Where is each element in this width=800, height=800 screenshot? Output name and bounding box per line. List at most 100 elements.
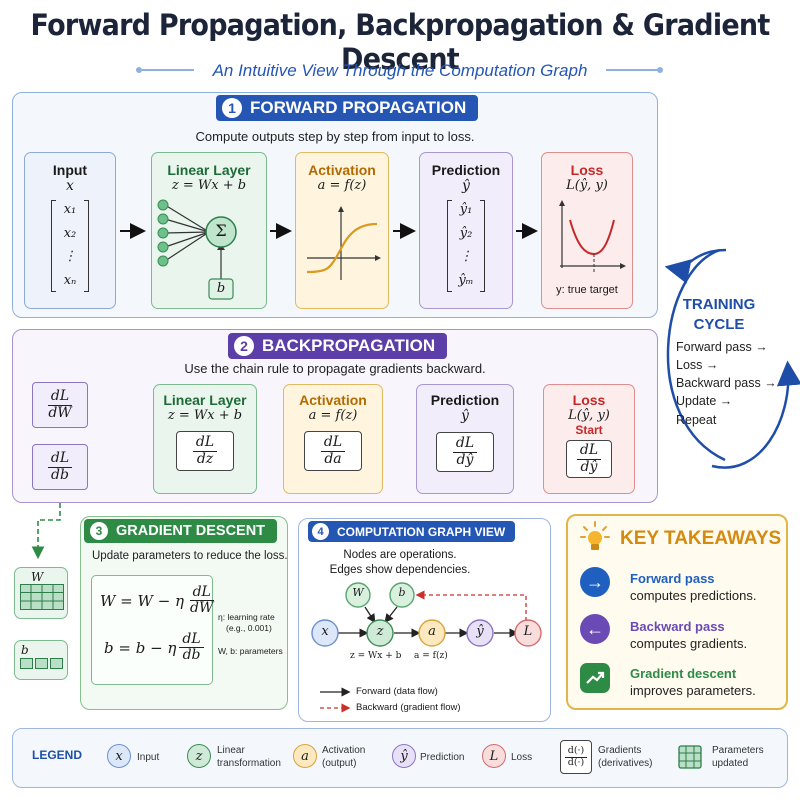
gd-formula-box [91, 575, 213, 685]
cg-forward-legend: Forward (data flow) [356, 686, 438, 697]
prediction-title: Prediction [431, 162, 501, 178]
training-step: Backward pass → [676, 376, 777, 391]
cg-title: COMPUTATION GRAPH VIEW [337, 524, 506, 539]
grad-dw-num: dL [47, 388, 73, 406]
back-activation-formula: a = f(z) [308, 408, 358, 423]
loss-title: Loss [570, 162, 604, 178]
back-loss-formula: L(ŷ, y) [568, 408, 610, 423]
legend-label-linear-1: Linear [217, 745, 245, 756]
input-symbol: x [66, 178, 74, 194]
gd-eta-line1: η: learning rate [218, 612, 275, 622]
legend-symbol-a: a [293, 744, 317, 768]
grad-db-den: db [51, 466, 69, 483]
grad-loss-num: dL [576, 442, 602, 460]
arrow-right-icon: → [580, 567, 610, 597]
grad-dz-num: dL [192, 434, 218, 452]
cg-node-z: z [376, 624, 384, 639]
training-step: Repeat [676, 412, 717, 427]
trend-up-icon [580, 663, 610, 693]
legend-label-linear: Linear transformation [217, 745, 281, 770]
cg-banner: 4 COMPUTATION GRAPH VIEW [308, 521, 516, 542]
gd-b-den: db [182, 647, 201, 664]
sum-node [205, 216, 237, 248]
legend-symbol-z: z [187, 744, 211, 768]
cg-z-caption: z = Wx + b [350, 651, 402, 661]
linear-formula: z = Wx + b [171, 178, 247, 193]
legend-label-loss: Loss [511, 752, 533, 763]
legend-label-activation: Activation (output) [322, 745, 365, 770]
kt-title: KEY TAKEAWAYS [620, 528, 782, 549]
subtitle-dot-left [136, 67, 142, 73]
sum-symbol: Σ [215, 221, 227, 240]
cg-desc-line1: Nodes are operations. [343, 549, 457, 561]
training-cycle-title: TRAINING CYCLE [664, 295, 774, 334]
gd-b-lhs: b = b − η [104, 638, 177, 657]
cg-description: Nodes are operations. Edges show depende… [300, 548, 500, 578]
cg-backward-legend: Backward (gradient flow) [356, 702, 461, 713]
backward-title: BACKPROPAGATION [262, 336, 436, 355]
legend-grad-num: d(·) [564, 745, 588, 758]
cg-number: 4 [312, 523, 329, 540]
backward-number: 2 [234, 336, 254, 356]
kt-forward-head: Forward pass [630, 571, 715, 586]
prediction-vector: ŷ₁ ŷ₂ ⋮ ŷₘ [420, 200, 512, 292]
prediction-symbol: ŷ [462, 178, 470, 194]
param-b-label: b [21, 643, 29, 657]
training-step: Loss → [676, 358, 719, 373]
grad-da-num: dL [320, 434, 346, 452]
subtitle-line-right [606, 69, 658, 71]
gd-eta-line2: (e.g., 0.001) [226, 623, 272, 634]
legend-label-parameters-2: updated [712, 757, 749, 769]
gd-number: 3 [90, 522, 108, 540]
grad-dyhat-num: dL [452, 435, 478, 453]
gd-w-num: dL [189, 584, 214, 602]
computation-graph [311, 582, 542, 713]
input-item: ⋮ [63, 249, 77, 265]
prediction-item: ŷ₂ [459, 225, 473, 241]
prediction-item: ⋮ [459, 249, 473, 265]
arrow-left-icon: ← [580, 614, 610, 644]
back-activation-title: Activation [299, 392, 367, 408]
gd-description: Update parameters to reduce the loss. [92, 550, 288, 562]
legend-panel [12, 728, 788, 788]
cg-node-l: L [523, 624, 533, 639]
backward-description: Use the chain rule to propagate gradient… [184, 361, 486, 376]
back-loss-title: Loss [572, 392, 606, 408]
input-item: x₁ [63, 202, 77, 217]
legend-symbol-yhat: ŷ [392, 744, 416, 768]
param-b-grid [20, 658, 63, 669]
kt-gd-head: Gradient descent [630, 666, 737, 681]
legend-label-parameters-1: Parameters [712, 745, 764, 756]
training-cycle-steps: Forward pass → Loss → Backward pass → Up… [676, 338, 777, 429]
input-vector: x₁ x₂ ⋮ xₙ [25, 200, 115, 292]
param-b-box: b [14, 640, 68, 680]
training-step: Forward pass → [676, 340, 768, 354]
forward-description: Compute outputs step by step from input … [195, 129, 475, 144]
cg-node-a: a [428, 624, 436, 639]
cg-desc-line2: Edges show dependencies. [329, 563, 471, 576]
grad-db-num: dL [47, 450, 73, 468]
legend-label-prediction: Prediction [420, 752, 465, 763]
legend-symbol-x: x [107, 744, 131, 768]
page-subtitle: An Intuitive View Through the Computatio… [212, 61, 588, 80]
legend-label-input: Input [137, 752, 160, 763]
kt-gd-body: improves parameters. [630, 683, 756, 698]
training-cycle-title-line2: CYCLE [693, 315, 745, 333]
grad-loss-den: dŷ [580, 458, 598, 475]
back-prediction-title: Prediction [430, 392, 500, 408]
back-loss-start: Start [575, 423, 603, 437]
linear-title: Linear Layer [167, 162, 251, 178]
prediction-item: ŷ₁ [459, 202, 473, 217]
gd-banner: 3 GRADIENT DESCENT [84, 519, 278, 543]
legend-symbol-l: L [482, 744, 506, 768]
loss-box: Loss L(ŷ, y) y: true target [541, 152, 633, 309]
gd-eta-note: η: learning rate (e.g., 0.001) [218, 612, 275, 635]
param-w-box: W [14, 567, 68, 619]
gd-w-den: dW [190, 600, 214, 617]
back-linear-title: Linear Layer [163, 392, 247, 408]
